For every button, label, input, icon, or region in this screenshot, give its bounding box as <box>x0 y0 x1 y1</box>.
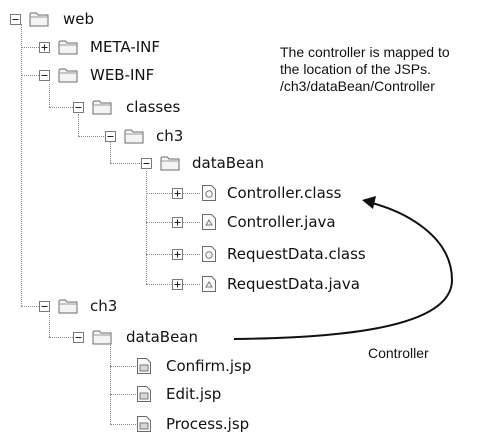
node-label: Confirm.jsp <box>166 357 252 375</box>
tree-line <box>21 75 43 76</box>
collapse-toggle-icon[interactable] <box>39 69 50 81</box>
tree-line <box>110 366 136 367</box>
tree-line <box>110 394 136 395</box>
tree-node-databean-root[interactable]: dataBean <box>73 327 198 347</box>
tree-node-requestdata-class[interactable]: RequestData.class <box>172 244 366 264</box>
mapping-note: The controller is mapped to the location… <box>280 44 450 95</box>
tree-line <box>110 142 111 163</box>
expand-toggle-icon[interactable] <box>39 41 50 53</box>
folder-open-icon <box>124 129 144 144</box>
note-line: The controller is mapped to <box>280 44 450 60</box>
java-file-icon <box>202 276 216 292</box>
folder-open-icon <box>92 100 112 115</box>
tree-line <box>78 136 104 137</box>
tree-line <box>146 193 172 194</box>
tree-node-meta-inf[interactable]: META-INF <box>39 37 160 57</box>
node-label: META-INF <box>90 38 161 56</box>
tree-node-web[interactable]: web <box>10 9 94 29</box>
tree-node-ch3-root[interactable]: ch3 <box>39 296 117 316</box>
collapse-toggle-icon[interactable] <box>141 157 152 169</box>
node-label: classes <box>126 98 181 116</box>
class-file-icon <box>202 185 216 201</box>
node-label: web <box>63 10 95 28</box>
java-file-icon <box>202 214 216 230</box>
tree-node-process-jsp[interactable]: Process.jsp <box>136 414 249 434</box>
class-file-icon <box>202 246 216 262</box>
tree-node-classes[interactable]: classes <box>73 97 180 117</box>
tree-line <box>49 337 73 338</box>
node-label: Controller.class <box>227 184 342 202</box>
tree-node-databean[interactable]: dataBean <box>141 153 264 173</box>
jsp-file-icon <box>137 386 151 402</box>
folder-open-icon <box>160 156 180 171</box>
tree-line <box>21 24 22 306</box>
tree-line <box>21 47 43 48</box>
arrow-label: Controller <box>368 345 429 361</box>
tree-node-controller-class[interactable]: Controller.class <box>172 183 341 203</box>
collapse-toggle-icon[interactable] <box>10 13 21 25</box>
node-label: WEB-INF <box>90 66 155 84</box>
collapse-toggle-icon[interactable] <box>73 101 84 113</box>
node-label: Controller.java <box>227 213 336 231</box>
tree-line <box>110 163 140 164</box>
folder-open-icon <box>58 68 78 83</box>
tree-line <box>182 193 200 194</box>
tree-line <box>146 171 147 284</box>
jsp-file-icon <box>137 358 151 374</box>
note-line: /ch3/dataBean/Controller <box>280 78 435 94</box>
node-label: ch3 <box>90 297 118 315</box>
folder-open-icon <box>29 12 49 27</box>
node-label: RequestData.class <box>227 245 366 263</box>
expand-toggle-icon[interactable] <box>172 278 183 290</box>
tree-line <box>21 306 43 307</box>
tree-node-confirm-jsp[interactable]: Confirm.jsp <box>136 356 251 376</box>
tree-node-ch3[interactable]: ch3 <box>105 126 183 146</box>
node-label: Edit.jsp <box>166 385 222 403</box>
expand-toggle-icon[interactable] <box>172 216 183 228</box>
tree-node-web-inf[interactable]: WEB-INF <box>39 65 154 85</box>
tree-line <box>182 254 200 255</box>
tree-node-edit-jsp[interactable]: Edit.jsp <box>136 384 221 404</box>
tree-line <box>182 284 200 285</box>
tree-line <box>146 254 172 255</box>
expand-toggle-icon[interactable] <box>172 187 183 199</box>
tree-line <box>110 345 111 424</box>
tree-line <box>182 222 200 223</box>
node-label: ch3 <box>156 127 184 145</box>
collapse-toggle-icon[interactable] <box>39 300 50 312</box>
node-label: dataBean <box>126 328 199 346</box>
node-label: Process.jsp <box>166 415 250 433</box>
folder-open-icon <box>92 330 112 345</box>
folder-icon <box>58 40 78 55</box>
tree-line <box>49 314 50 337</box>
node-label: RequestData.java <box>227 275 360 293</box>
tree-line <box>78 114 79 136</box>
collapse-toggle-icon[interactable] <box>73 331 84 343</box>
folder-open-icon <box>58 299 78 314</box>
tree-node-requestdata-java[interactable]: RequestData.java <box>172 274 360 294</box>
expand-toggle-icon[interactable] <box>172 248 183 260</box>
note-line: the location of the JSPs. <box>280 61 431 77</box>
tree-line <box>146 222 172 223</box>
tree-line <box>49 84 50 107</box>
node-label: dataBean <box>192 154 265 172</box>
tree-line <box>49 107 73 108</box>
tree-line <box>146 284 172 285</box>
collapse-toggle-icon[interactable] <box>105 130 116 142</box>
tree-node-controller-java[interactable]: Controller.java <box>172 212 336 232</box>
tree-line <box>110 424 136 425</box>
jsp-file-icon <box>137 416 151 432</box>
